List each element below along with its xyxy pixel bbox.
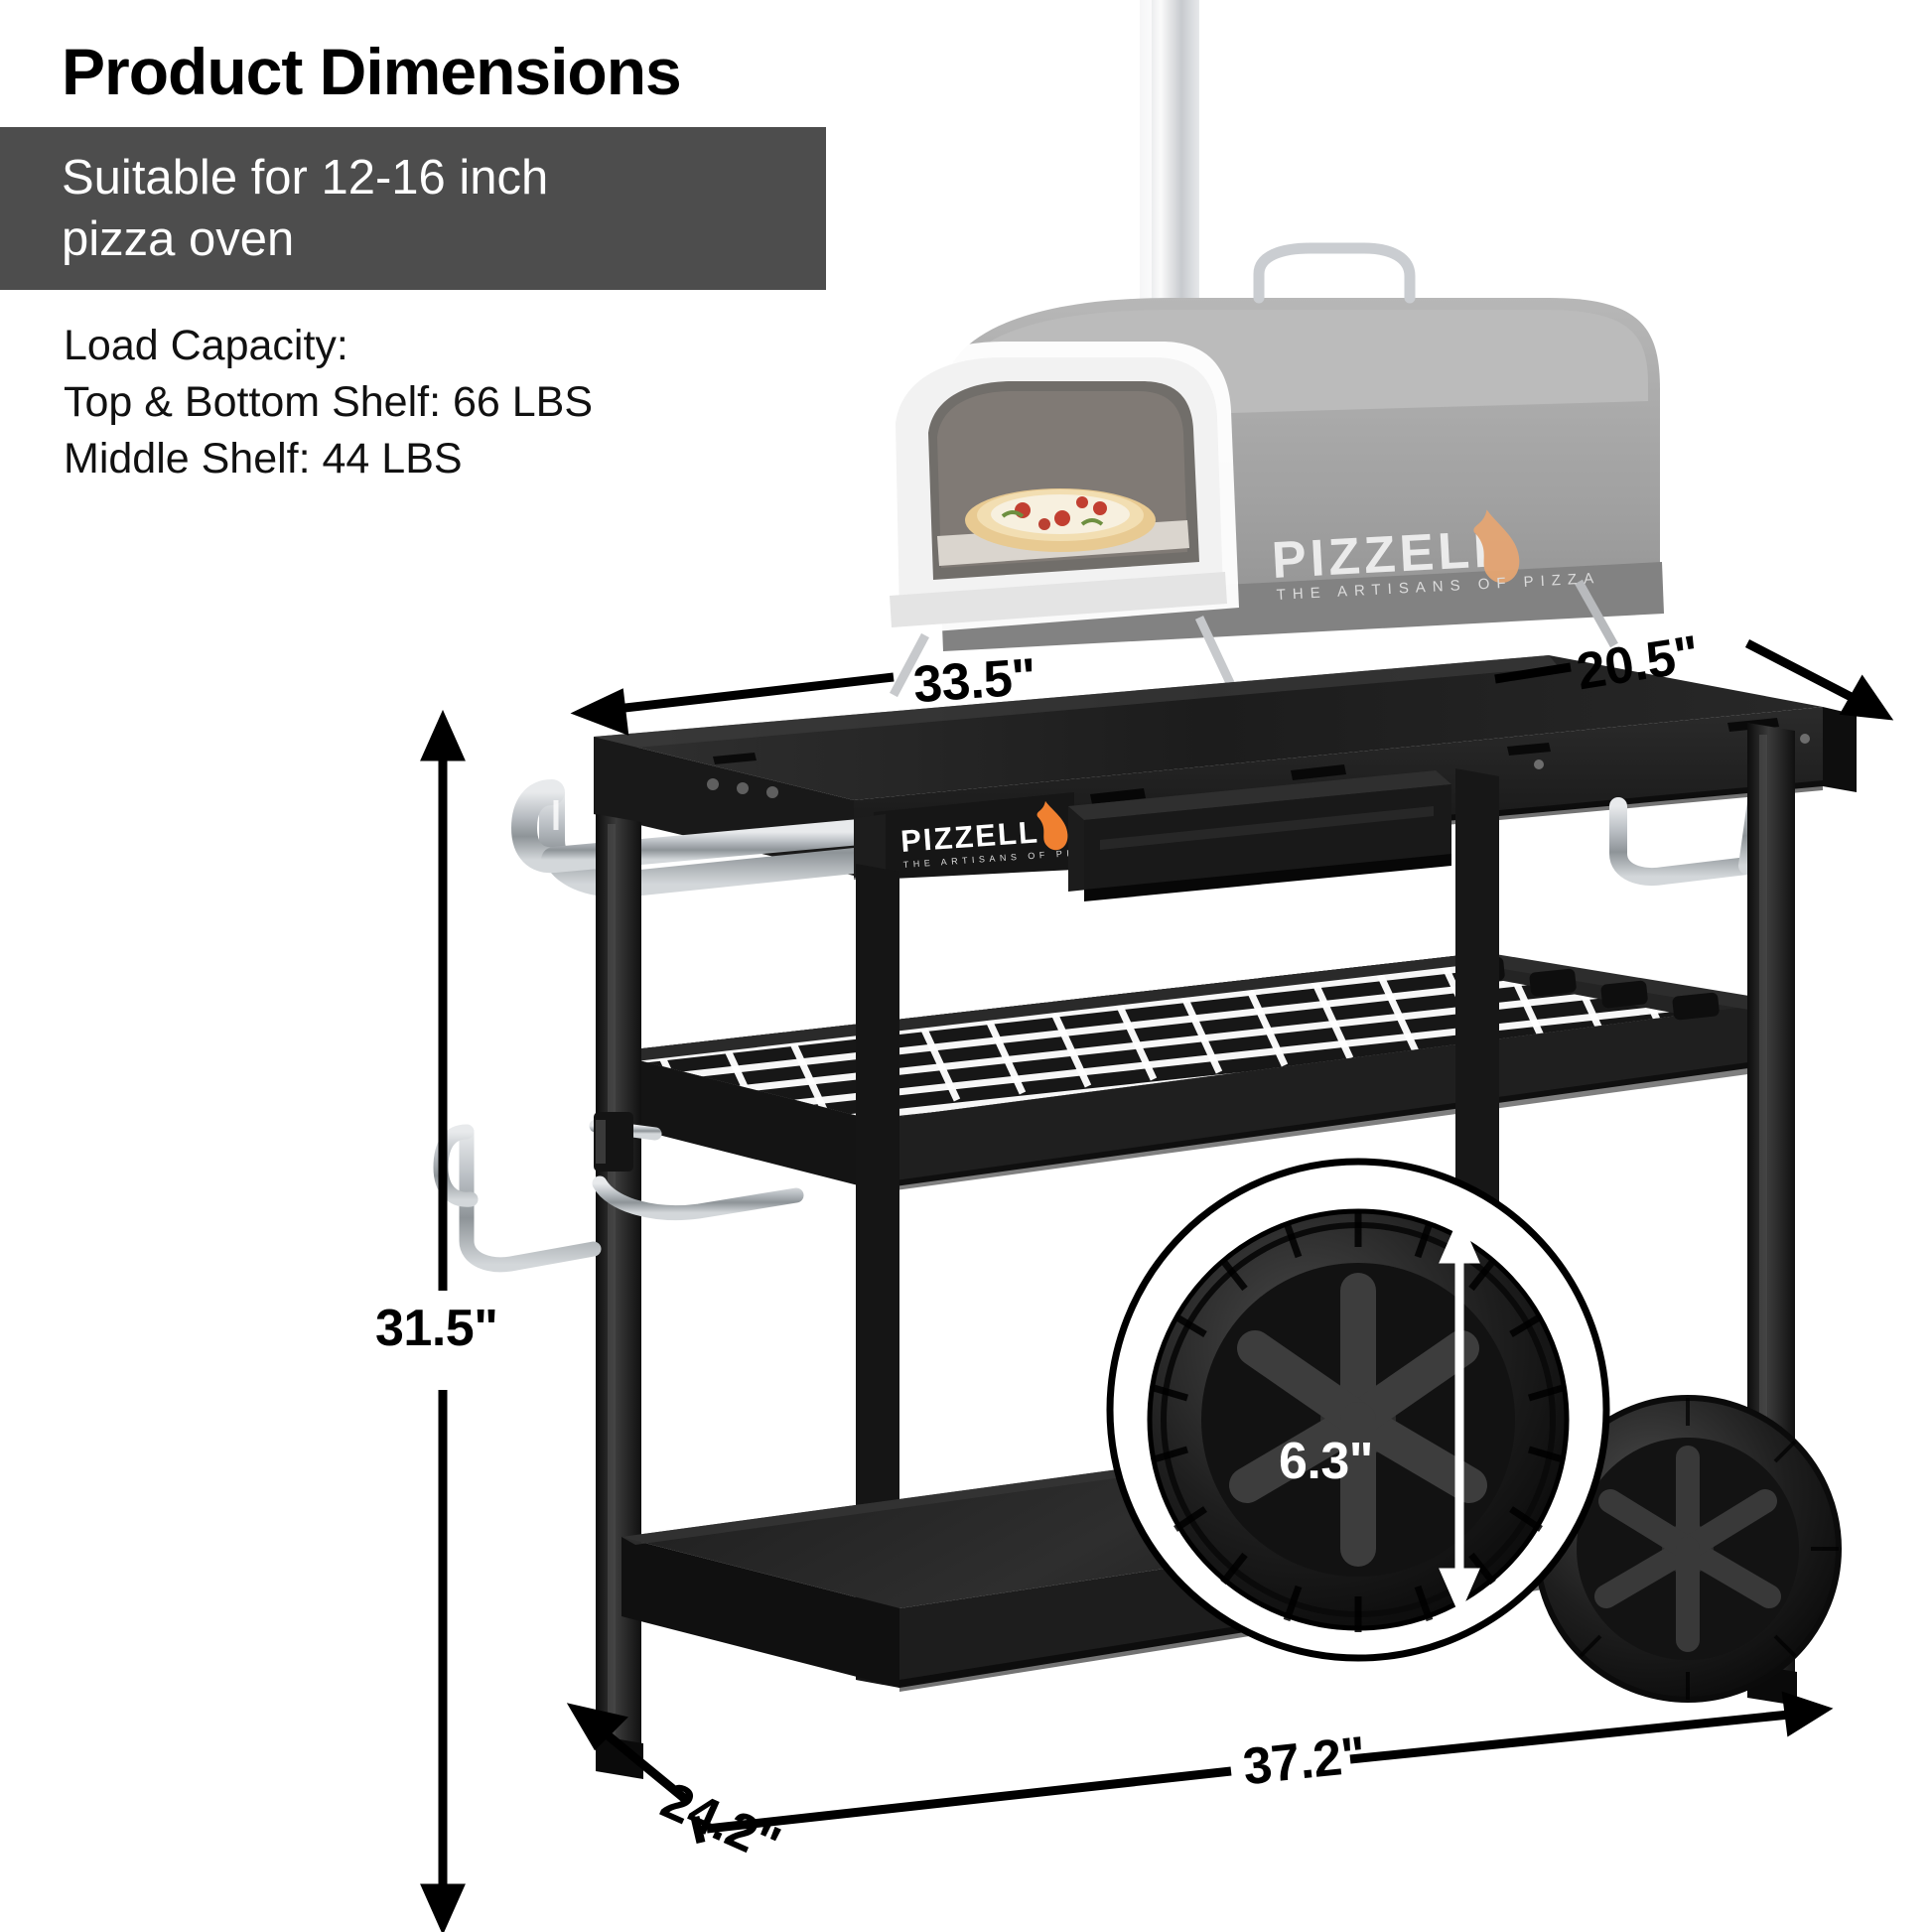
- dimension-label-wheel: 6.3": [1279, 1433, 1373, 1490]
- top-surface-slots: [713, 718, 1779, 804]
- load-capacity-text: Load Capacity: Top & Bottom Shelf: 66 LB…: [64, 322, 594, 483]
- side-wire-rack: [433, 1112, 804, 1273]
- svg-text:PIZZELL: PIZZELL: [1271, 520, 1511, 590]
- front-wheel: [1534, 1395, 1842, 1703]
- utensil-tray: [1068, 770, 1451, 901]
- dimension-label-base-width: 37.2": [1240, 1725, 1369, 1797]
- wheel-callout-circle: [1106, 1158, 1610, 1662]
- cart-brand-plate: PIZZELL THE ARTISANS OF PIZZA: [874, 792, 1104, 880]
- suitability-banner-text: Suitable for 12-16 inch pizza oven: [62, 151, 549, 266]
- dimension-label-height: 31.5": [375, 1300, 498, 1357]
- dimension-label-top-width: 33.5": [911, 647, 1038, 715]
- cart-top-shelf: PIZZELL THE ARTISANS OF PIZZA: [510, 655, 1857, 901]
- top-indicator-dots: [707, 778, 778, 798]
- cart-middle-shelf: [608, 951, 1779, 1193]
- wheel-dimension-arrow: [1439, 1215, 1480, 1616]
- suitability-banner: [0, 127, 826, 290]
- ghost-pizza-oven: PIZZELL THE ARTISANS OF PIZZA: [879, 0, 1664, 698]
- page-title: Product Dimensions: [62, 35, 682, 108]
